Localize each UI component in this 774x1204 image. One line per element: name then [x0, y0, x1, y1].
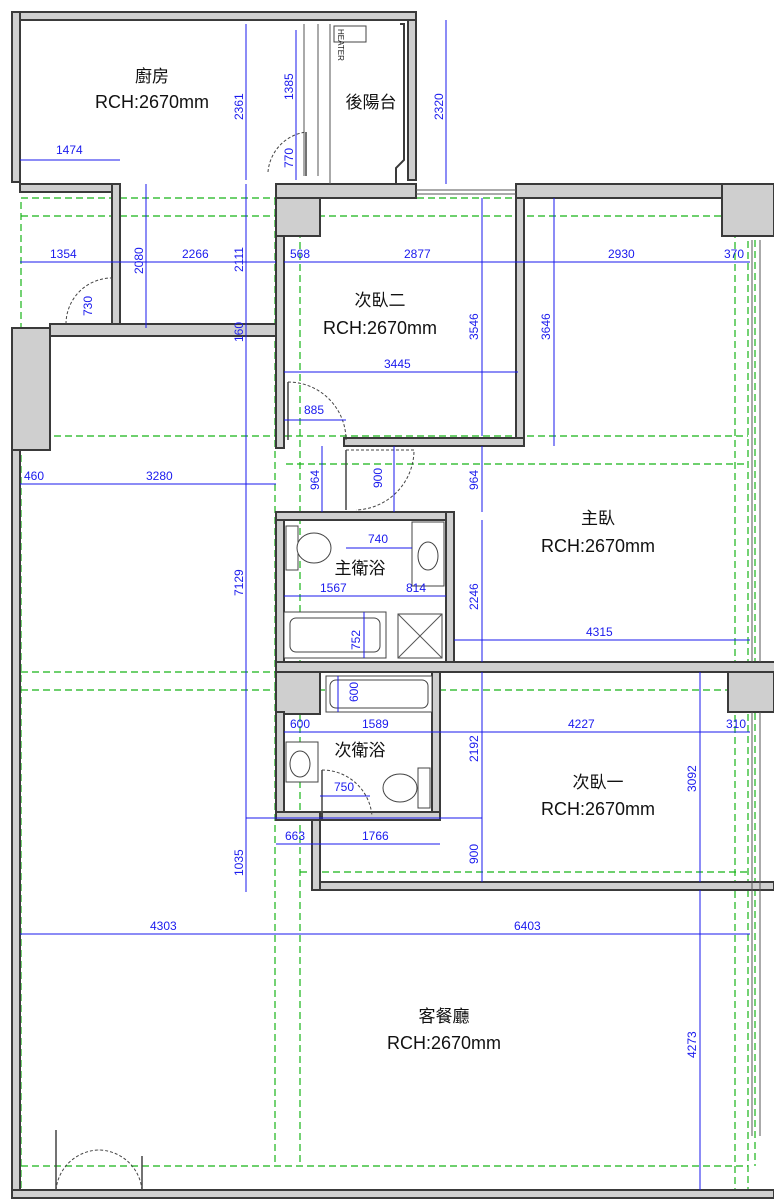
dim-964b: 964	[467, 470, 481, 490]
sink-master	[411, 521, 445, 587]
dim-1766: 1766	[362, 829, 389, 843]
room-back-balcony-name: 後陽台	[346, 93, 397, 113]
bathtub-second	[325, 675, 433, 713]
dim-568: 568	[290, 247, 310, 261]
dim-1035: 1035	[232, 849, 246, 876]
dim-964a: 964	[308, 470, 322, 490]
dim-460: 460	[24, 469, 44, 483]
dim-752: 752	[349, 630, 363, 650]
dim-310: 310	[726, 717, 746, 731]
dim-1589: 1589	[362, 717, 389, 731]
toilet-master	[285, 525, 332, 571]
dim-7129: 7129	[232, 569, 246, 596]
dim-900a: 900	[371, 468, 385, 488]
dim-814: 814	[406, 581, 426, 595]
dim-770: 770	[282, 148, 296, 168]
dim-3445: 3445	[384, 357, 411, 371]
dimension-lines	[20, 20, 750, 1190]
dim-2246: 2246	[467, 583, 481, 610]
windows	[303, 23, 761, 1136]
dim-1474: 1474	[56, 143, 83, 157]
room-bedroom2-rch: RCH:2670mm	[323, 318, 437, 338]
dim-2361: 2361	[232, 93, 246, 120]
room-master-rch: RCH:2670mm	[541, 536, 655, 556]
dim-2192: 2192	[467, 735, 481, 762]
dim-1385: 1385	[282, 73, 296, 100]
dim-900b: 900	[467, 844, 481, 864]
dim-4303: 4303	[150, 919, 177, 933]
dim-730: 730	[81, 296, 95, 316]
dim-1354: 1354	[50, 247, 77, 261]
dim-740: 740	[368, 532, 388, 546]
dimension-texts: 1474 2361 1385 770 2320 1354 2080 2266 2…	[24, 73, 746, 1058]
room-master-name: 主臥	[581, 509, 615, 529]
dim-2877: 2877	[404, 247, 431, 261]
room-bedroom1-name: 次臥一	[573, 773, 624, 793]
dim-2930: 2930	[608, 247, 635, 261]
dim-2320: 2320	[432, 93, 446, 120]
sink-second	[285, 741, 319, 783]
dim-6403: 6403	[514, 919, 541, 933]
heater-box	[333, 25, 367, 43]
dim-4315: 4315	[586, 625, 613, 639]
room-bedroom1-rch: RCH:2670mm	[541, 799, 655, 819]
dim-663: 663	[285, 829, 305, 843]
room-bedroom2-name: 次臥二	[355, 291, 406, 311]
toilet-second	[382, 767, 431, 809]
dim-1567: 1567	[320, 581, 347, 595]
dim-370: 370	[724, 247, 744, 261]
room-living-name: 客餐廳	[419, 1007, 470, 1027]
dim-4273: 4273	[685, 1031, 699, 1058]
bathtub-master	[283, 611, 387, 659]
room-second-bath-name: 次衛浴	[335, 741, 386, 761]
dim-3092: 3092	[685, 765, 699, 792]
dim-600b: 600	[290, 717, 310, 731]
shower-master	[397, 613, 443, 659]
dim-2266: 2266	[182, 247, 209, 261]
dim-3546: 3546	[467, 313, 481, 340]
dim-3280: 3280	[146, 469, 173, 483]
room-master-bath-name: 主衛浴	[335, 559, 386, 579]
dim-160: 160	[232, 322, 246, 342]
room-kitchen-rch: RCH:2670mm	[95, 92, 209, 112]
dim-750: 750	[334, 780, 354, 794]
dim-4227: 4227	[568, 717, 595, 731]
dim-600a: 600	[347, 682, 361, 702]
walls	[11, 11, 774, 1199]
heater-label: HEATER	[336, 29, 345, 61]
room-kitchen-name: 廚房	[135, 66, 169, 87]
dim-2080: 2080	[132, 247, 146, 274]
room-living-rch: RCH:2670mm	[387, 1033, 501, 1053]
fixtures	[283, 25, 445, 809]
room-labels: 廚房 RCH:2670mm 後陽台 次臥二 RCH:2670mm 主臥 RCH:…	[95, 66, 655, 1053]
doors	[55, 131, 415, 1191]
dim-885: 885	[304, 403, 324, 417]
dim-2111: 2111	[232, 247, 246, 272]
dim-3646: 3646	[539, 313, 553, 340]
